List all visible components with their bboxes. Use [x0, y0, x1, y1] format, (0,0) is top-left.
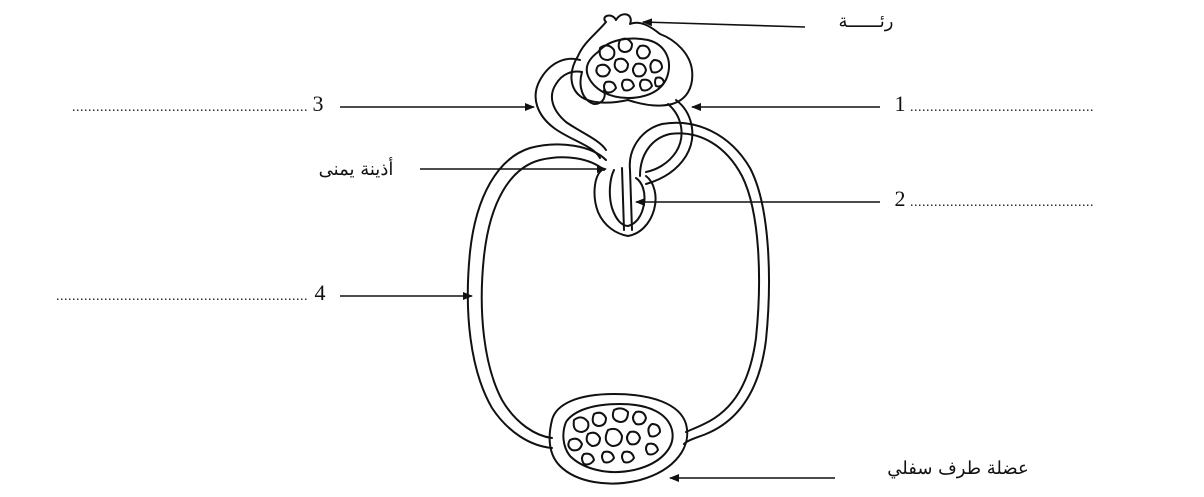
- lung-organ: [571, 14, 692, 105]
- leg-muscle-organ: [550, 394, 688, 484]
- blank-4: ........................................…: [56, 289, 308, 304]
- blank-2: ........................................…: [910, 195, 1094, 210]
- label-right-atrium: أذينة يمنى: [319, 157, 394, 180]
- label-num-2: 2: [895, 186, 906, 211]
- label-num-4: 4: [315, 280, 326, 305]
- blank-3: ........................................…: [72, 100, 308, 115]
- label-lung: رئــــــة: [839, 11, 894, 32]
- label-num-3: 3: [313, 91, 324, 116]
- arrow-lung: [643, 22, 805, 27]
- label-leg-muscle: عضلة طرف سفلي: [887, 458, 1028, 479]
- label-num-1: 1: [895, 91, 906, 116]
- vessel-4-vena-cava: [468, 144, 606, 448]
- blank-1: ........................................…: [910, 100, 1094, 115]
